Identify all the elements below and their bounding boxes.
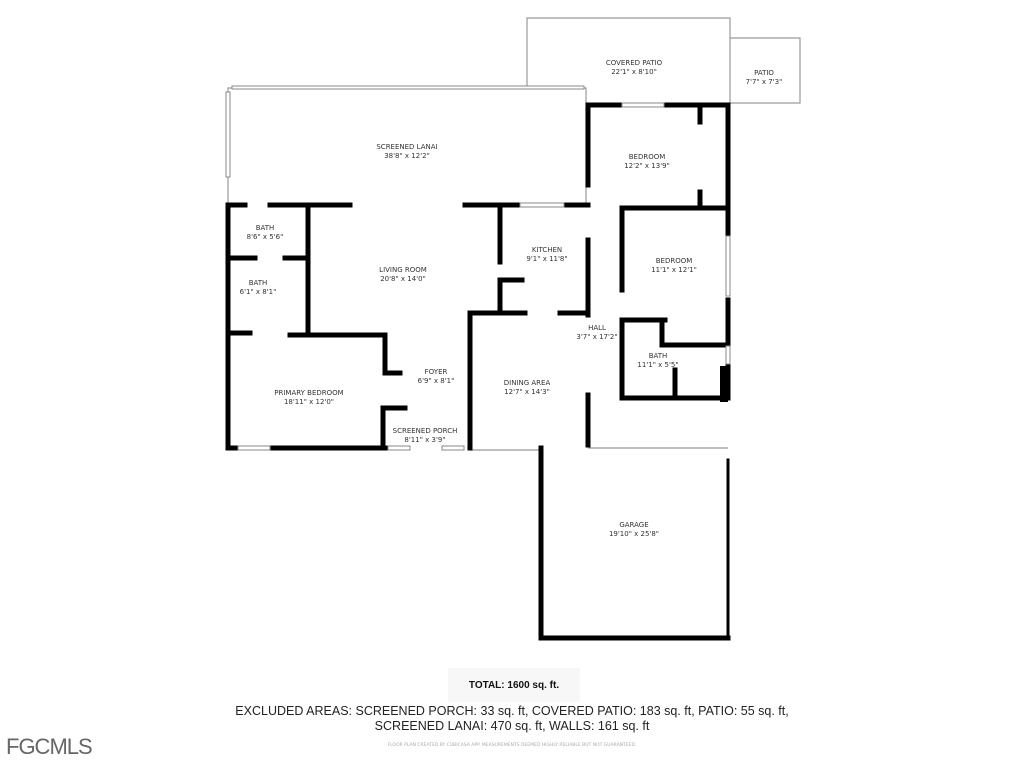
excluded-areas-line-1: EXCLUDED AREAS: SCREENED PORCH: 33 sq. f… [235, 704, 789, 718]
outdoor-outlines [225, 17, 801, 451]
room-foyer-dims: 6'9" x 8'1" [418, 377, 455, 385]
room-dining-dims: 12'7" x 14'3" [504, 388, 550, 396]
room-bedroom2-dims: 11'1" x 12'1" [651, 266, 697, 274]
room-covered-patio-name: COVERED PATIO [606, 59, 663, 67]
room-screened-porch-dims: 8'11" x 3'9" [404, 436, 445, 444]
room-bedroom1-name: BEDROOM [629, 153, 666, 161]
room-primary-bedroom-dims: 18'11" x 12'0" [284, 398, 334, 406]
total-area: TOTAL: 1600 sq. ft. [448, 668, 580, 702]
room-bedroom2-name: BEDROOM [656, 257, 693, 265]
room-bath3-dims: 11'1" x 5'5" [637, 361, 678, 369]
excluded-areas-line-2: SCREENED LANAI: 470 sq. ft, WALLS: 161 s… [374, 719, 650, 733]
room-hall-name: HALL [588, 324, 606, 332]
walls [225, 102, 731, 641]
excluded-areas: EXCLUDED AREAS: SCREENED PORCH: 33 sq. f… [0, 704, 1024, 734]
room-kitchen-dims: 9'1" x 11'8" [526, 255, 567, 263]
room-screened-porch-name: SCREENED PORCH [393, 427, 458, 435]
room-covered-patio-dims: 22'1" x 8'10" [611, 68, 657, 76]
room-garage-dims: 19'10" x 25'8" [609, 530, 659, 538]
room-patio-dims: 7'7" x 7'3" [746, 78, 783, 86]
room-bath3-name: BATH [649, 352, 668, 360]
room-bath1-name: BATH [256, 224, 275, 232]
room-bath2-dims: 6'1" x 8'1" [240, 288, 277, 296]
room-foyer-name: FOYER [425, 368, 448, 376]
room-bedroom1-dims: 12'2" x 13'9" [624, 162, 670, 170]
room-bath1-dims: 8'6" x 5'6" [247, 233, 284, 241]
watermark-logo: FGCMLS [6, 734, 93, 759]
room-garage-name: GARAGE [619, 521, 648, 529]
room-primary-bedroom-name: PRIMARY BEDROOM [274, 389, 343, 397]
room-kitchen-name: KITCHEN [532, 246, 562, 254]
room-bath2-name: BATH [249, 279, 268, 287]
disclaimer: FLOOR PLAN CREATED BY CUBICASA APP. MEAS… [387, 743, 637, 748]
room-patio-name: PATIO [754, 69, 774, 77]
room-hall-dims: 3'7" x 17'2" [576, 333, 617, 341]
room-living-name: LIVING ROOM [379, 266, 427, 274]
room-labels: COVERED PATIO 22'1" x 8'10" PATIO 7'7" x… [240, 59, 783, 538]
room-dining-name: DINING AREA [504, 379, 551, 387]
room-lanai-name: SCREENED LANAI [376, 143, 437, 151]
room-lanai-dims: 38'8" x 12'2" [384, 152, 430, 160]
room-living-dims: 20'8" x 14'0" [380, 275, 426, 283]
